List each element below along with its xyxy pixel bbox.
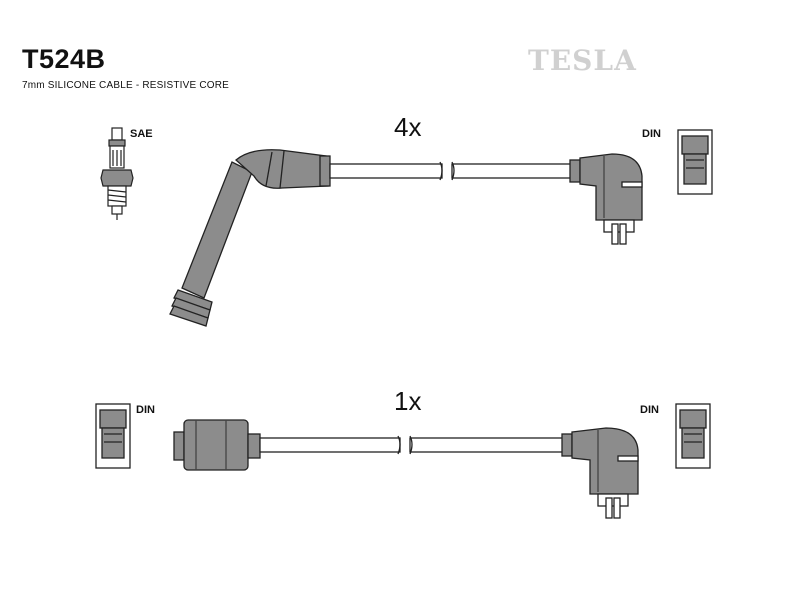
- set-2-quantity: 1x: [394, 386, 422, 416]
- din-terminal-icon: [95, 403, 131, 469]
- spark-plug-icon: [100, 127, 134, 220]
- angled-din-boot-icon: [569, 153, 643, 245]
- sae-label: SAE: [130, 128, 153, 140]
- din-label: DIN: [642, 128, 661, 140]
- din-terminal-icon: [677, 129, 713, 195]
- straight-din-boot-icon: [173, 419, 261, 471]
- lead-set-1: [100, 127, 713, 327]
- angled-din-boot-icon: [561, 427, 639, 519]
- spark-plug-boot-icon: [169, 149, 331, 327]
- cable-segment: [259, 435, 565, 455]
- brand-logo: TESLA: [528, 44, 637, 77]
- cable-segment: [329, 161, 573, 181]
- set-1-quantity: 4x: [394, 112, 422, 142]
- din-label: DIN: [136, 404, 155, 416]
- din-label: DIN: [640, 404, 659, 416]
- lead-set-2: [95, 403, 711, 519]
- cable-spec: 7mm SILICONE CABLE - RESISTIVE CORE: [22, 80, 230, 91]
- din-terminal-icon: [675, 403, 711, 469]
- part-code: T524B: [22, 44, 106, 74]
